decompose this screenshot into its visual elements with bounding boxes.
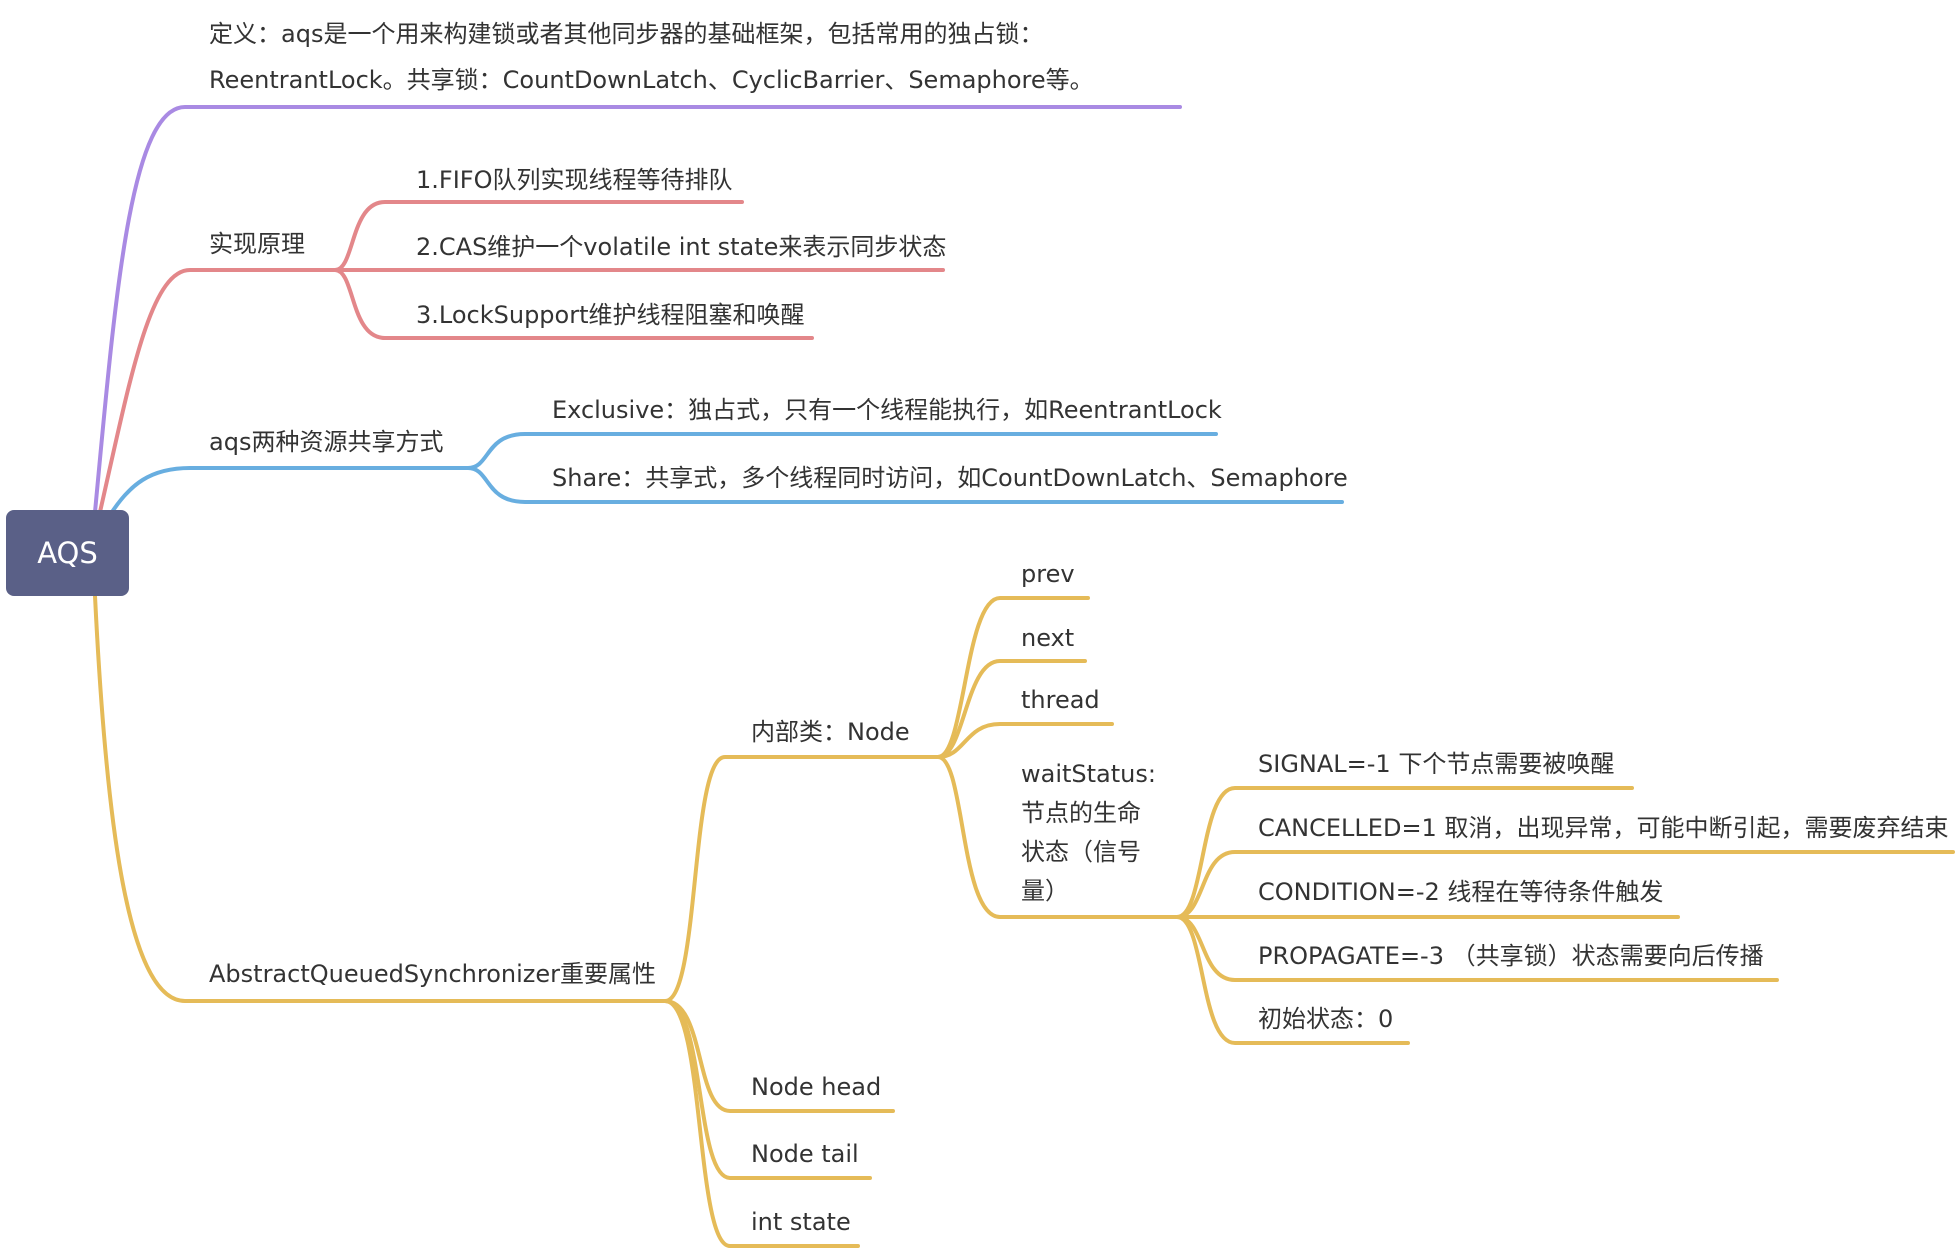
definition-text-line-2[interactable]: ReentrantLock。共享锁：CountDownLatch、CyclicB… — [209, 66, 1094, 94]
node-class-label[interactable]: 内部类：Node — [751, 718, 910, 746]
connector-principle — [98, 268, 337, 514]
connector-field-next — [936, 659, 1087, 759]
principle-child-cas[interactable]: 2.CAS维护一个volatile int state来表示同步状态 — [416, 233, 947, 261]
wait-status-initial[interactable]: 初始状态：0 — [1258, 1005, 1394, 1033]
wait-status-label[interactable]: waitStatus:节点的生命状态（信号量） — [1021, 760, 1156, 905]
wait-status-condition[interactable]: CONDITION=-2 线程在等待条件触发 — [1258, 878, 1664, 906]
property-node-head[interactable]: Node head — [751, 1073, 882, 1101]
share-mode-share[interactable]: Share：共享式，多个线程同时访问，如CountDownLatch、Semap… — [552, 464, 1348, 492]
connector-ws-cancelled — [1175, 850, 1955, 919]
connector-ws-initial — [1175, 915, 1410, 1045]
connector-principle-child-1 — [333, 200, 744, 272]
connector-share-child-2 — [466, 466, 1344, 504]
root-label: AQS — [37, 536, 98, 570]
node-field-thread[interactable]: thread — [1021, 686, 1100, 714]
principle-label[interactable]: 实现原理 — [209, 230, 305, 258]
connector-principle-child-3 — [333, 268, 814, 340]
node-field-prev[interactable]: prev — [1021, 560, 1075, 588]
connector-ws-signal — [1175, 786, 1634, 919]
property-int-state[interactable]: int state — [751, 1208, 851, 1236]
connector-share-modes — [110, 466, 470, 514]
share-modes-label[interactable]: aqs两种资源共享方式 — [209, 428, 444, 456]
principle-child-fifo[interactable]: 1.FIFO队列实现线程等待排队 — [416, 166, 733, 194]
root-node-aqs[interactable]: AQS — [6, 510, 129, 596]
wait-status-signal[interactable]: SIGNAL=-1 下个节点需要被唤醒 — [1258, 750, 1615, 778]
connector-node-class — [663, 755, 940, 1003]
connector-field-thread — [936, 722, 1114, 759]
connector-wait-status — [936, 755, 1179, 919]
wait-status-propagate[interactable]: PROPAGATE=-3 （共享锁）状态需要向后传播 — [1258, 942, 1764, 970]
connector-share-child-1 — [466, 432, 1218, 470]
node-field-next[interactable]: next — [1021, 624, 1075, 652]
connector-definition — [93, 105, 1182, 514]
principle-child-locksupport[interactable]: 3.LockSupport维护线程阻塞和唤醒 — [416, 301, 805, 329]
definition-text-line-1[interactable]: 定义：aqs是一个用来构建锁或者其他同步器的基础框架，包括常用的独占锁： — [209, 20, 1044, 48]
connector-properties — [93, 594, 667, 1003]
properties-label[interactable]: AbstractQueuedSynchronizer重要属性 — [209, 960, 657, 988]
connector-int-state — [663, 999, 860, 1248]
share-mode-exclusive[interactable]: Exclusive：独占式，只有一个线程能执行，如ReentrantLock — [552, 396, 1222, 424]
wait-status-cancelled[interactable]: CANCELLED=1 取消，出现异常，可能中断引起，需要废弃结束 — [1258, 814, 1949, 842]
connector-field-prev — [936, 596, 1090, 759]
property-node-tail[interactable]: Node tail — [751, 1140, 859, 1168]
